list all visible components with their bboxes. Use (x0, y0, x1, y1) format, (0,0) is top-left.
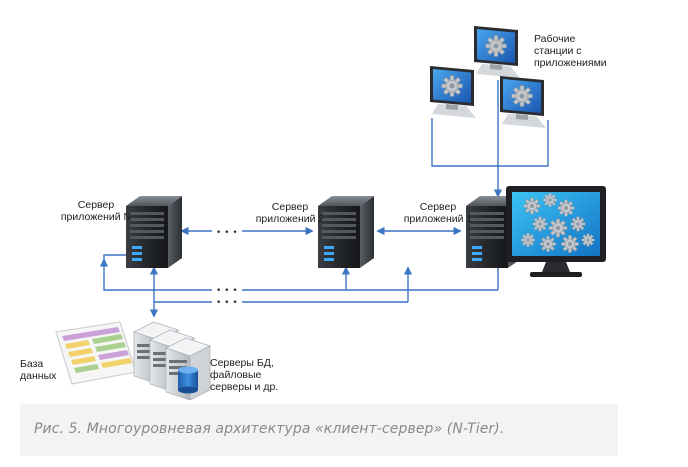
label-db-servers: Серверы БД, файловые серверы и др. (210, 357, 279, 393)
ellipsis-bus-2: • • • (216, 298, 238, 308)
database-table-icon (55, 321, 137, 385)
ellipsis-bus-1: • • • (216, 286, 238, 296)
architecture-diagram: • • • • • • • • • (55, 0, 606, 400)
db-servers-icon (132, 321, 212, 400)
connection-lines (99, 80, 549, 318)
label-database: База данных (20, 358, 57, 382)
label-server-2: Сервер приложений 2 (255, 201, 325, 225)
label-server-n: Сервер приложений N (60, 199, 132, 223)
ellipsis-top: • • • (216, 228, 238, 238)
monitor-icon (506, 186, 606, 277)
figure-caption: Рис. 5. Многоуровневая архитектура «клие… (34, 421, 505, 437)
label-workstations: Рабочие станции с приложениями (534, 33, 607, 69)
caption-band: Рис. 5. Многоуровневая архитектура «клие… (20, 404, 618, 456)
workstation-icon-left (430, 66, 476, 118)
database-cylinder-icon (178, 366, 198, 394)
workstation-icon-right (500, 76, 546, 128)
label-server-1: Сервер приложений 1 (403, 201, 473, 225)
workstation-icon-top (474, 26, 520, 78)
